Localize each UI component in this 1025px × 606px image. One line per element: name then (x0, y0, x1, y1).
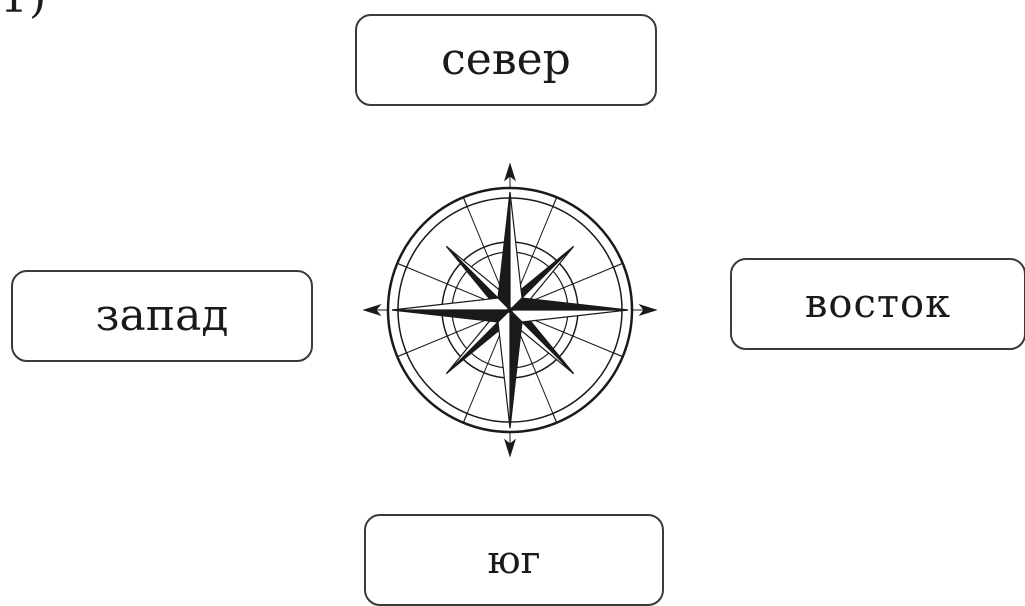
compass-rose-icon (360, 160, 660, 460)
direction-box-north[interactable]: север (355, 14, 657, 106)
direction-label-south: юг (488, 541, 541, 579)
direction-label-east: восток (805, 284, 951, 324)
direction-box-south[interactable]: юг (364, 514, 664, 606)
compass-center-dot (507, 307, 513, 313)
direction-box-east[interactable]: восток (730, 258, 1025, 350)
direction-label-north: север (441, 38, 571, 82)
direction-label-west: запад (96, 294, 229, 338)
task-number: 1) (0, 0, 47, 20)
direction-box-west[interactable]: запад (11, 270, 313, 362)
